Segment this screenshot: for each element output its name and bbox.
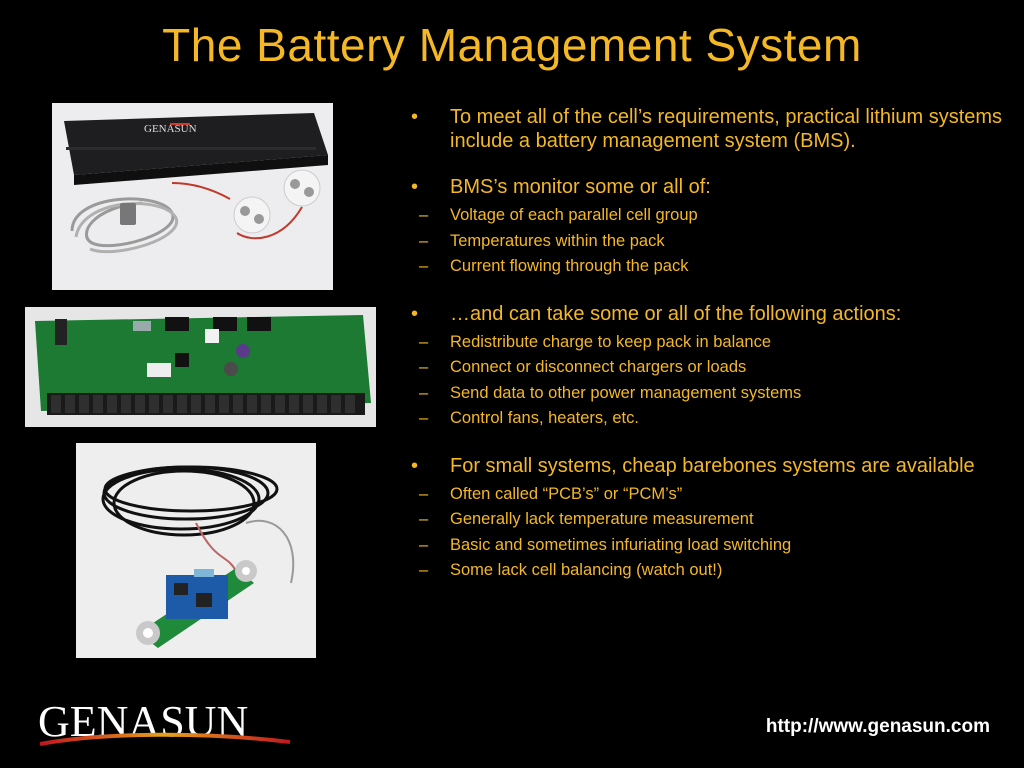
bullet-text: BMS’s monitor some or all of: [450, 176, 711, 198]
sub-bullet-item: –Generally lack temperature measurement [405, 507, 1005, 533]
sub-bullet-marker: – [419, 561, 429, 579]
sub-bullet-marker: – [419, 257, 429, 275]
bullet-text: To meet all of the cell’s requirements, … [450, 106, 1003, 152]
sub-bullet-marker: – [419, 535, 429, 554]
pcb-illustration [25, 307, 376, 427]
sub-bullet-item: –Often called “PCB’s” or “PCM’s” [405, 482, 1005, 508]
bullet-marker: • [411, 176, 419, 198]
bullet-marker: • [411, 106, 419, 128]
bms-box-illustration: GENASUN [52, 103, 333, 290]
bms-box-label: GENASUN [144, 123, 197, 135]
bullet-item: • …and can take some or all of the follo… [405, 302, 1005, 326]
sub-bullet-list: –Redistribute charge to keep pack in bal… [405, 330, 1005, 432]
sub-bullet-marker: – [419, 332, 429, 351]
bullet-list: • To meet all of the cell’s requirements… [405, 105, 1005, 584]
sub-bullet-marker: – [419, 383, 429, 402]
bullet-text: For small systems, cheap barebones syste… [450, 454, 975, 477]
sub-bullet-marker: – [419, 206, 429, 224]
bullet-item: • BMS’s monitor some or all of: [405, 175, 1005, 199]
sub-bullet-marker: – [419, 409, 429, 427]
sub-bullet-item: –Temperatures within the pack [405, 229, 1005, 255]
sub-bullet-item: –Connect or disconnect chargers or loads [405, 355, 1005, 381]
bms-pcb-photo [25, 307, 376, 427]
bullet-marker: • [411, 302, 419, 325]
pcm-illustration [76, 443, 316, 658]
genasun-logo: GENASUN [36, 692, 292, 750]
pcm-board-photo [76, 443, 316, 658]
sub-bullet-list: –Often called “PCB’s” or “PCM’s” –Genera… [405, 482, 1005, 584]
sub-bullet-list: –Voltage of each parallel cell group –Te… [405, 203, 1005, 280]
bullet-item: • To meet all of the cell’s requirements… [405, 105, 1005, 153]
sub-bullet-marker: – [419, 358, 429, 376]
sub-bullet-marker: – [419, 510, 429, 528]
sub-bullet-item: –Control fans, heaters, etc. [405, 406, 1005, 432]
sub-bullet-item: –Voltage of each parallel cell group [405, 203, 1005, 229]
sub-bullet-marker: – [419, 484, 429, 503]
slide-title: The Battery Management System [162, 19, 862, 71]
bullet-text: …and can take some or all of the followi… [450, 302, 902, 325]
sub-bullet-item: –Redistribute charge to keep pack in bal… [405, 330, 1005, 356]
sub-bullet-marker: – [419, 231, 429, 250]
sub-bullet-item: –Basic and sometimes infuriating load sw… [405, 533, 1005, 559]
bms-box-photo: GENASUN [52, 103, 333, 290]
sub-bullet-item: –Send data to other power management sys… [405, 381, 1005, 407]
sub-bullet-item: –Current flowing through the pack [405, 254, 1005, 280]
sub-bullet-item: –Some lack cell balancing (watch out!) [405, 558, 1005, 584]
bullet-item: • For small systems, cheap barebones sys… [405, 454, 1005, 478]
bullet-marker: • [411, 454, 419, 477]
footer-url: http://www.genasun.com [765, 716, 990, 737]
